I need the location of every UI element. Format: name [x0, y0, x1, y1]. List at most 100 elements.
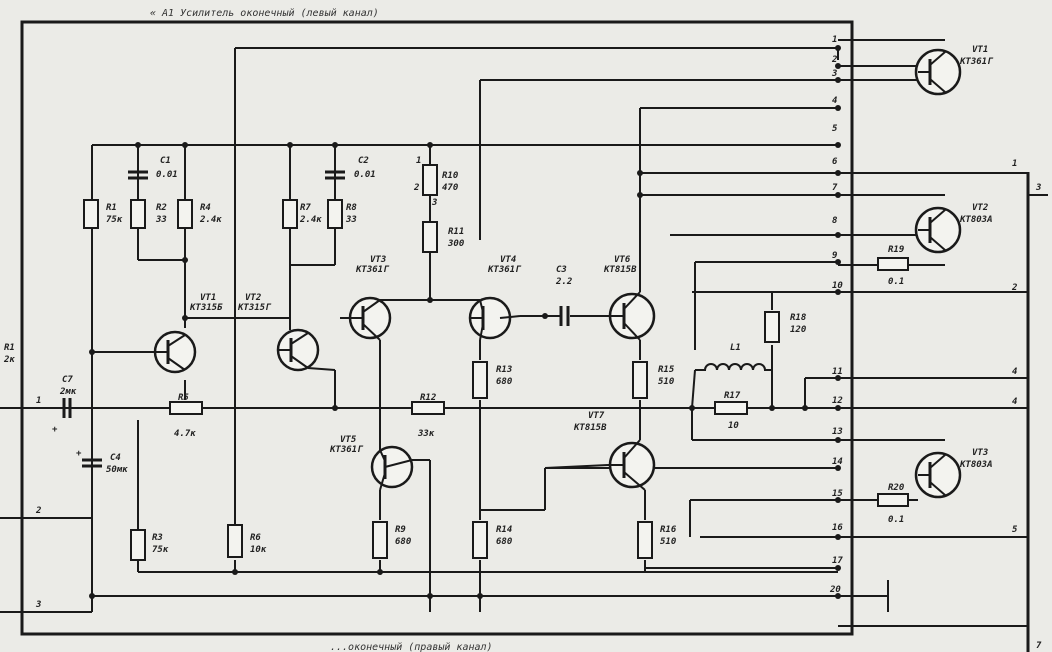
svg-text:510: 510	[660, 537, 677, 547]
transistor-vt6: VT6 КТ815В	[603, 255, 656, 341]
svg-text:КТ803А: КТ803А	[959, 460, 993, 470]
svg-text:33к: 33к	[417, 429, 435, 439]
svg-text:0.1: 0.1	[888, 277, 904, 287]
svg-text:2.4к: 2.4к	[299, 215, 322, 225]
svg-text:4.7к: 4.7к	[174, 429, 196, 439]
svg-text:5: 5	[832, 124, 838, 134]
resistor-r9: R9 680	[372, 521, 412, 559]
svg-text:C3: C3	[556, 265, 567, 275]
svg-text:VT1: VT1	[200, 293, 216, 303]
resistor-r19: R19 0.1	[877, 245, 909, 287]
svg-text:4: 4	[832, 96, 837, 106]
header-caption: « А1 Усилитель оконечный (левый канал)	[150, 7, 379, 19]
svg-text:R6: R6	[250, 533, 261, 543]
resistor-r18: R18 120	[764, 311, 807, 343]
left-inputs: 1 2 3 R1 2к	[0, 343, 92, 613]
svg-text:R3: R3	[152, 533, 163, 543]
svg-text:2: 2	[413, 183, 419, 193]
footer-caption: ...оконечный (правый канал)	[330, 641, 493, 652]
svg-text:КТ361Г: КТ361Г	[959, 57, 994, 67]
svg-text:680: 680	[496, 377, 513, 387]
svg-text:0.1: 0.1	[888, 515, 904, 525]
resistor-r13: R13 680	[472, 361, 513, 399]
resistor-r4: R4 2.4к	[177, 199, 222, 229]
svg-text:C7: C7	[62, 375, 73, 385]
resistor-r10: R10 470 1 2 3	[413, 156, 459, 208]
svg-text:VT7: VT7	[588, 411, 605, 421]
svg-text:16: 16	[832, 523, 843, 533]
svg-text:VT1: VT1	[972, 45, 988, 55]
svg-text:50мк: 50мк	[106, 465, 128, 475]
svg-text:1: 1	[36, 396, 41, 406]
svg-text:КТ815В: КТ815В	[573, 423, 607, 433]
connector-pins	[40, 39, 1048, 627]
svg-text:VT4: VT4	[500, 255, 516, 265]
svg-text:R1: R1	[106, 203, 117, 213]
internal-wiring	[91, 48, 838, 612]
capacitor-c7: + C7 2мк	[52, 375, 77, 435]
resistor-r20: R20 0.1	[877, 483, 909, 525]
svg-text:300: 300	[447, 239, 465, 249]
capacitor-c3: C3 2.2	[555, 265, 572, 326]
capacitor-c4: + C4 50мк	[76, 449, 128, 475]
transistor-vt1: VT1 КТ315Б	[153, 293, 223, 374]
svg-text:L1: L1	[730, 343, 741, 353]
svg-text:VT2: VT2	[972, 203, 988, 213]
svg-text:10: 10	[728, 421, 739, 431]
resistor-r8: R8 33	[327, 199, 357, 229]
board-outline	[20, 20, 854, 636]
svg-text:33: 33	[155, 215, 167, 225]
svg-text:510: 510	[658, 377, 675, 387]
svg-text:R7: R7	[300, 203, 311, 213]
svg-text:2: 2	[831, 55, 837, 65]
svg-text:VT5: VT5	[340, 435, 357, 445]
svg-text:0.01: 0.01	[156, 170, 178, 180]
svg-text:680: 680	[496, 537, 513, 547]
junction-dots	[89, 142, 808, 599]
svg-text:R18: R18	[790, 313, 806, 323]
transistor-vt2: VT2 КТ315Г	[237, 293, 336, 372]
svg-text:R12: R12	[420, 393, 436, 403]
svg-text:C2: C2	[358, 156, 369, 166]
svg-text:КТ315Б: КТ315Б	[189, 303, 223, 313]
svg-text:1: 1	[832, 35, 837, 45]
svg-text:2.4к: 2.4к	[199, 215, 222, 225]
svg-text:4: 4	[1012, 367, 1017, 377]
svg-text:20: 20	[829, 585, 841, 595]
outer-pin-numbers: 1 2 3 4 4 5 7	[1011, 159, 1042, 651]
resistor-r16: R16 510	[637, 521, 677, 559]
svg-text:15: 15	[832, 489, 843, 499]
svg-text:1: 1	[416, 156, 421, 166]
svg-text:17: 17	[832, 556, 843, 566]
svg-text:3: 3	[431, 198, 437, 208]
connector-pin-numbers: 1 2 3 4 5 6 7 8 9 10 11 12 13 14 15 16 1…	[829, 35, 843, 595]
svg-text:2.2: 2.2	[555, 277, 572, 287]
connector-dots	[835, 45, 841, 599]
svg-text:C1: C1	[160, 156, 171, 166]
svg-text:6: 6	[832, 157, 838, 167]
resistor-r1: R1 75к	[83, 199, 123, 229]
resistor-r12: R12 33к	[411, 393, 445, 439]
svg-text:C4: C4	[110, 453, 121, 463]
svg-text:R20: R20	[888, 483, 905, 493]
svg-text:1: 1	[1012, 159, 1017, 169]
svg-text:КТ361Г: КТ361Г	[329, 445, 364, 455]
svg-text:VT2: VT2	[245, 293, 261, 303]
svg-text:VT6: VT6	[614, 255, 631, 265]
svg-text:КТ361Г: КТ361Г	[355, 265, 390, 275]
svg-text:R1: R1	[4, 343, 15, 353]
svg-text:0.01: 0.01	[354, 170, 376, 180]
svg-text:3: 3	[35, 600, 41, 610]
svg-text:КТ815В: КТ815В	[603, 265, 637, 275]
svg-text:2к: 2к	[3, 355, 15, 365]
svg-text:10к: 10к	[250, 545, 267, 555]
svg-text:11: 11	[832, 367, 843, 377]
svg-text:10: 10	[832, 281, 843, 291]
svg-text:R9: R9	[395, 525, 406, 535]
svg-text:R2: R2	[156, 203, 167, 213]
svg-text:R16: R16	[660, 525, 677, 535]
transistor-ext-vt2: VT2 КТ803А	[914, 203, 993, 254]
resistor-r3: R3 75к	[130, 529, 169, 561]
